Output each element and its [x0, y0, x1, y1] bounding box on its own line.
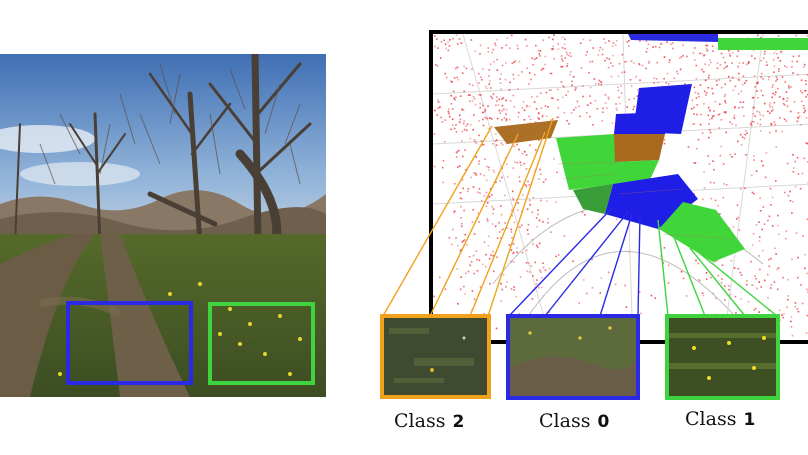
class0-cell-top [628, 34, 718, 42]
class-cells [494, 34, 808, 262]
photo-class0-box [66, 301, 193, 385]
class1-cell-dark [573, 184, 613, 214]
class0-patch [506, 314, 640, 400]
class1-cell-mid2 [613, 160, 659, 184]
class1-patch [665, 314, 780, 400]
photo-class1-box [208, 302, 315, 385]
class2-cell-mid [614, 134, 665, 162]
class0-cell-mid [614, 112, 669, 134]
class1-cell-arc [556, 134, 616, 190]
lidar-map-panel [429, 30, 808, 344]
class2-patch [380, 314, 491, 399]
trail-photo [0, 54, 326, 397]
class1-cell-top [718, 38, 808, 50]
lidar-map [433, 34, 808, 340]
